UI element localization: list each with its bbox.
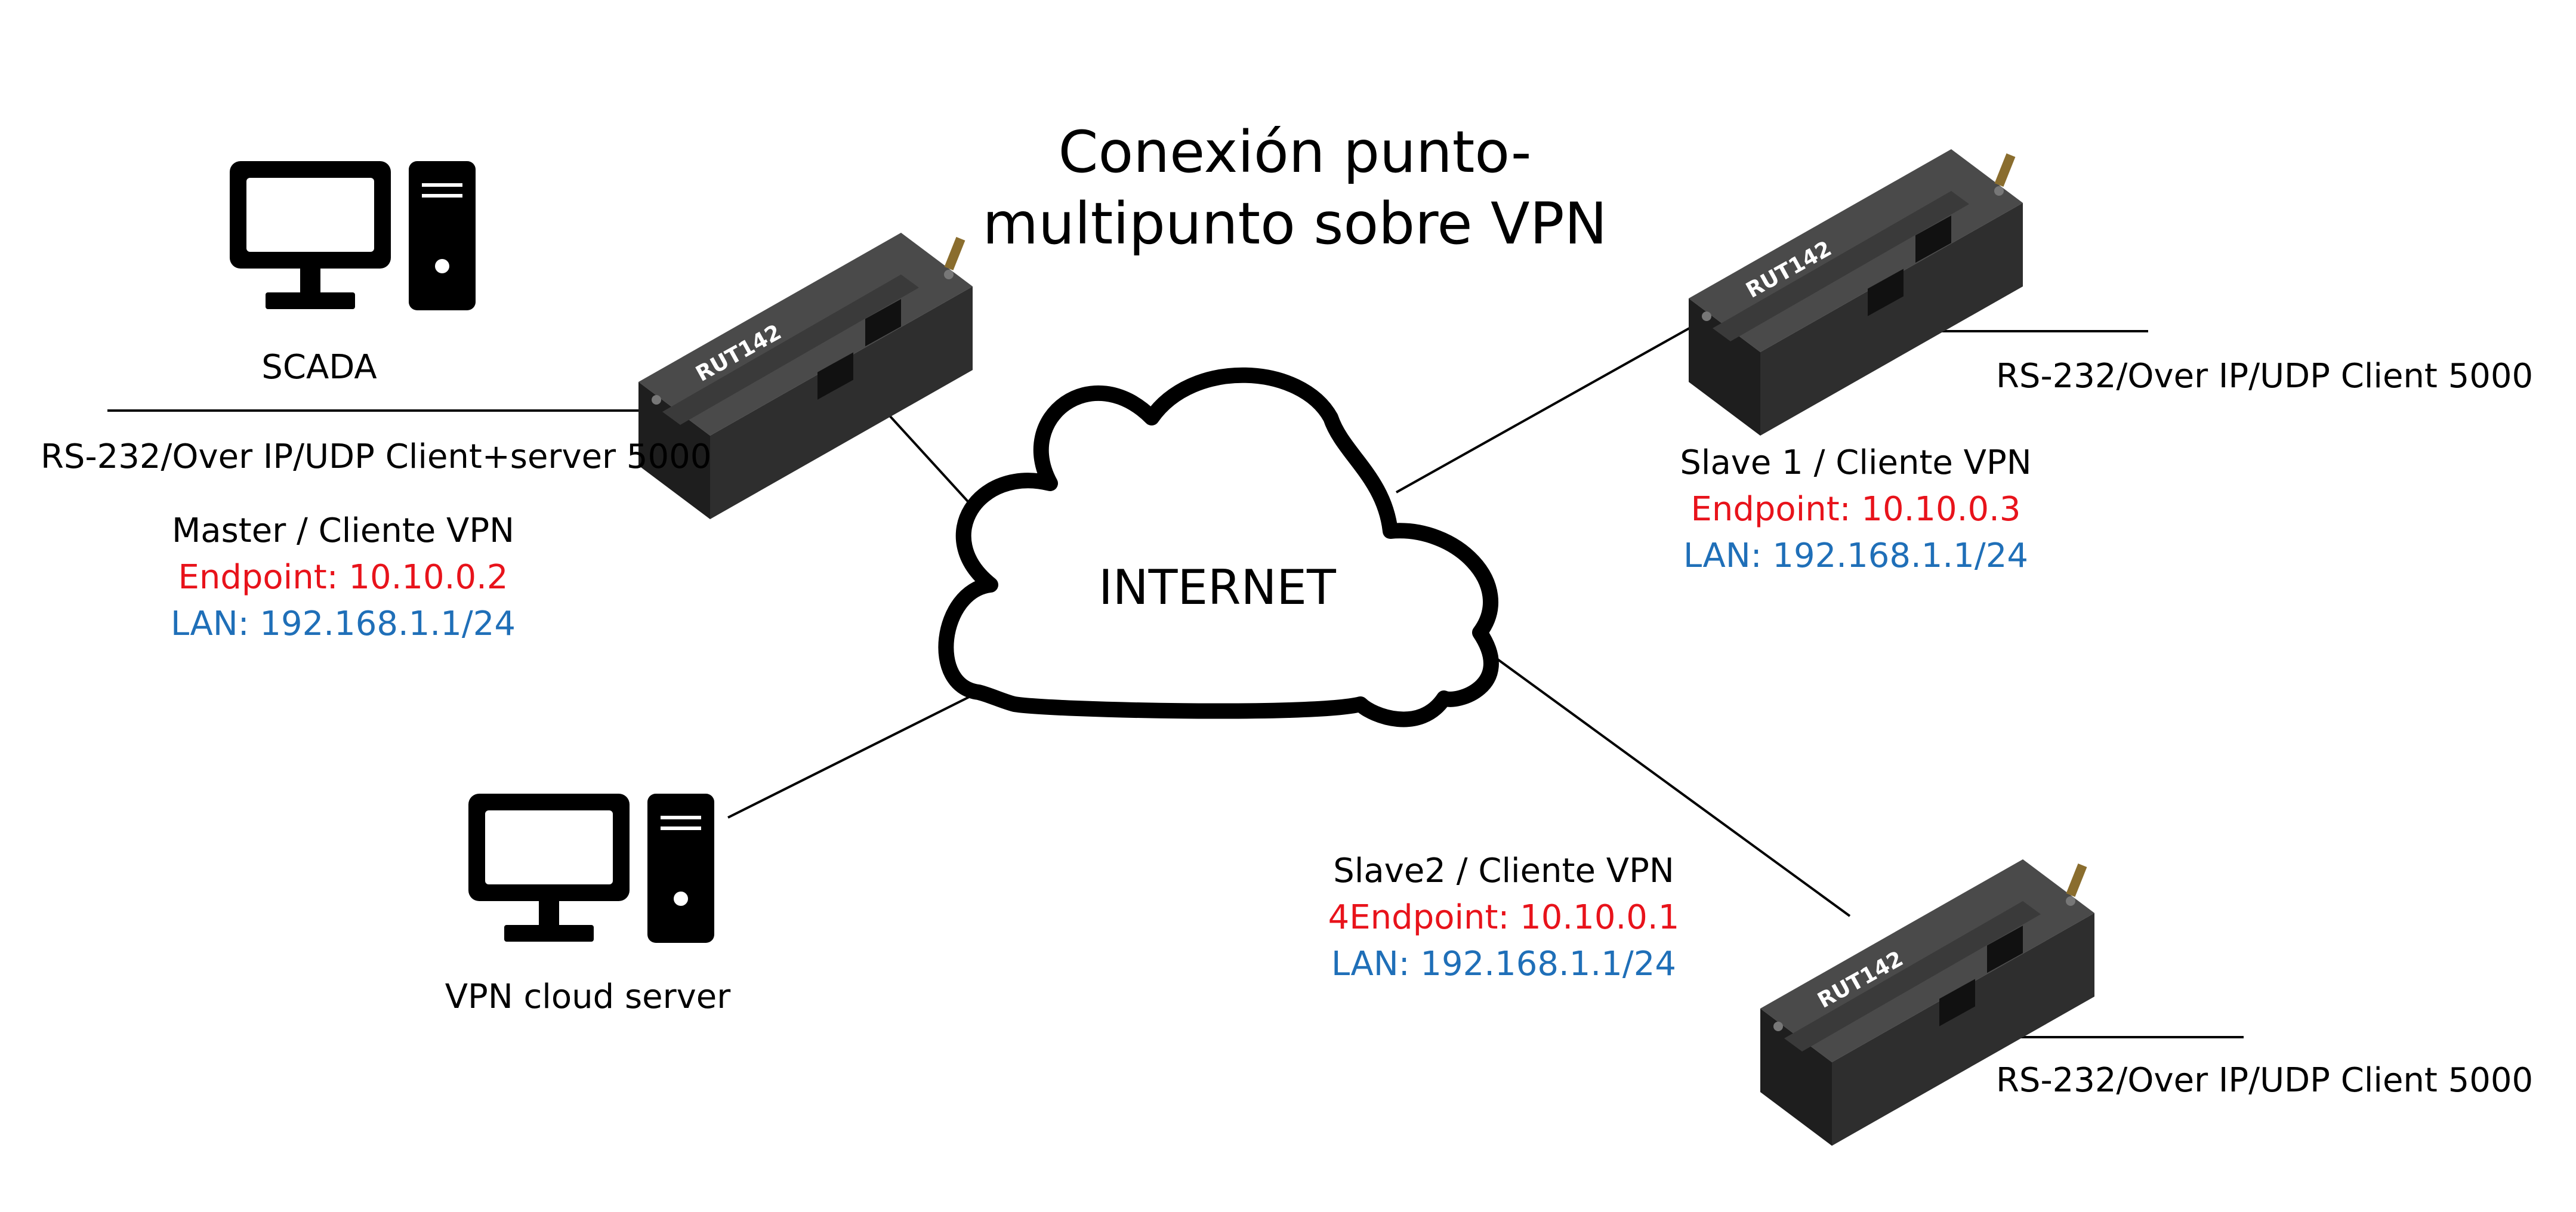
scada-label: SCADA <box>261 348 377 387</box>
link-slave2-internet <box>1497 658 1851 917</box>
vpn-server-computer-icon <box>468 794 714 943</box>
slave2-serial-label: RS-232/Over IP/UDP Client 5000 <box>1996 1061 2534 1100</box>
router-slave2 <box>1760 859 2094 1146</box>
router-master <box>638 233 973 519</box>
title-line-2: multipunto sobre VPN <box>982 190 1608 257</box>
slave2-endpoint: 4Endpoint: 10.10.0.1 <box>1328 898 1680 937</box>
slave1-lan: LAN: 192.168.1.1/24 <box>1683 536 2028 575</box>
slave2-name: Slave2 / Cliente VPN <box>1333 852 1674 890</box>
scada-computer-icon <box>230 161 476 310</box>
master-name: Master / Cliente VPN <box>171 511 515 550</box>
master-serial-label: RS-232/Over IP/UDP Client+server 5000 <box>41 437 712 476</box>
slave1-endpoint: Endpoint: 10.10.0.3 <box>1690 490 2021 529</box>
internet-cloud <box>938 367 1499 727</box>
vpn-server-label: VPN cloud server <box>445 977 731 1016</box>
internet-label: INTERNET <box>1099 560 1336 615</box>
link-vpnserver-internet <box>727 691 979 819</box>
slave1-name: Slave 1 / Cliente VPN <box>1680 443 2032 482</box>
slave2-lan: LAN: 192.168.1.1/24 <box>1331 945 1676 983</box>
router-slave1 <box>1689 149 2023 436</box>
link-slave1-internet <box>1396 324 1695 494</box>
master-lan: LAN: 192.168.1.1/24 <box>171 605 516 643</box>
diagram-title: Conexión punto- multipunto sobre VPN <box>983 116 1608 260</box>
master-endpoint: Endpoint: 10.10.0.2 <box>178 558 508 597</box>
title-line-1: Conexión punto- <box>1058 119 1532 186</box>
slave1-serial-label: RS-232/Over IP/UDP Client 5000 <box>1996 357 2534 396</box>
